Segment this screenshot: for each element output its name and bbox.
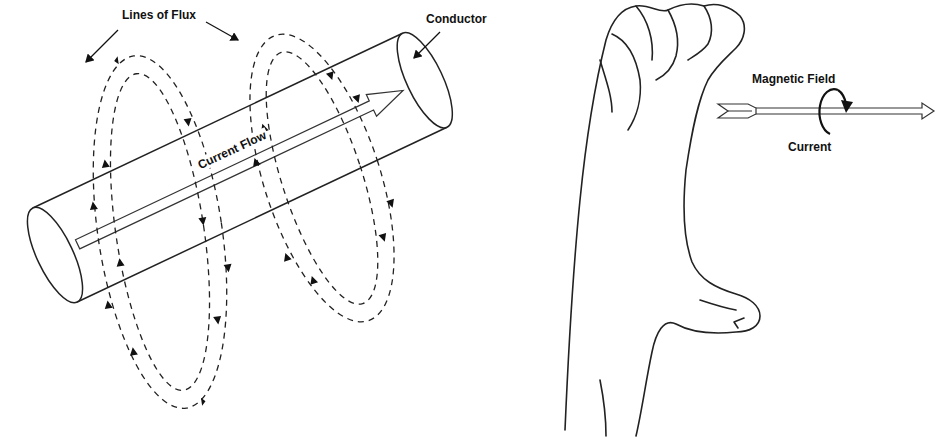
conductor-cylinder: [17, 26, 464, 310]
label-text: Current: [786, 140, 833, 154]
field-arrow: [718, 103, 934, 119]
label-text: Magnetic Field: [750, 72, 837, 86]
label-text: Conductor: [424, 12, 489, 26]
rotation-arrow: [819, 89, 838, 134]
leader-line: [206, 22, 238, 40]
flux-lines: [68, 44, 251, 418]
leader-line: [414, 32, 440, 58]
right-hand: [565, 4, 760, 436]
label-text: Lines of Flux: [120, 8, 198, 22]
rotation-arrowhead: [841, 100, 853, 113]
leader-line: [86, 30, 118, 62]
flux-lines: [217, 16, 428, 340]
